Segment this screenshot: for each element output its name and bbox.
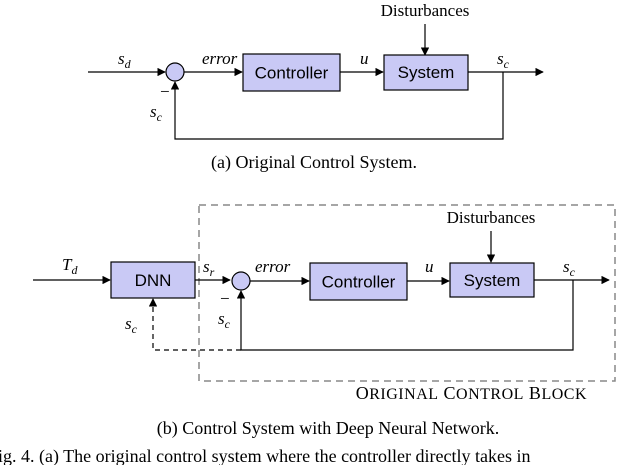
b-dnn-feedback-label: sc <box>125 314 138 336</box>
diagram-a: Disturbances sd − error Controller u Sys… <box>88 1 544 173</box>
b-controller-label: Controller <box>322 273 396 292</box>
a-system-label: System <box>398 63 455 82</box>
b-original-control-block-frame <box>198 204 616 382</box>
a-minus-sign: − <box>160 82 170 101</box>
b-input-label: Td <box>62 255 78 277</box>
a-summing-junction <box>165 62 185 82</box>
figure-caption-fragment: ig. 4. (a) The original control system w… <box>0 446 531 465</box>
b-feedback-label: sc <box>218 309 231 331</box>
a-disturbances-label: Disturbances <box>381 1 470 20</box>
a-controller-block <box>242 53 341 92</box>
a-feedback-path <box>170 72 504 140</box>
b-controller-block <box>309 262 408 301</box>
a-system-block <box>383 54 469 91</box>
b-sr-label: sr <box>203 257 215 279</box>
b-minus-sign: − <box>220 289 230 308</box>
a-output-label: sc <box>497 49 510 71</box>
a-input-label: sd <box>118 49 132 71</box>
a-controller-label: Controller <box>255 64 329 83</box>
b-dnn-feedback-path <box>148 298 241 351</box>
diagram-b: Disturbances Td DNN sr − error Controlle… <box>33 204 616 439</box>
b-system-label: System <box>464 271 521 290</box>
b-dnn-block <box>110 261 196 299</box>
b-output-label: sc <box>563 257 576 279</box>
b-system-block <box>449 262 535 298</box>
b-summing-junction <box>231 271 251 291</box>
b-caption: (b) Control System with Deep Neural Netw… <box>157 418 499 439</box>
a-feedback-label: sc <box>150 102 163 124</box>
a-error-label: error <box>202 49 238 68</box>
a-u-label: u <box>360 49 369 68</box>
b-dnn-label: DNN <box>135 271 172 290</box>
b-feedback-path <box>236 280 574 351</box>
b-u-label: u <box>425 257 434 276</box>
a-caption: (a) Original Control System. <box>211 152 417 173</box>
b-disturbances-label: Disturbances <box>447 208 536 227</box>
b-error-label: error <box>255 257 291 276</box>
